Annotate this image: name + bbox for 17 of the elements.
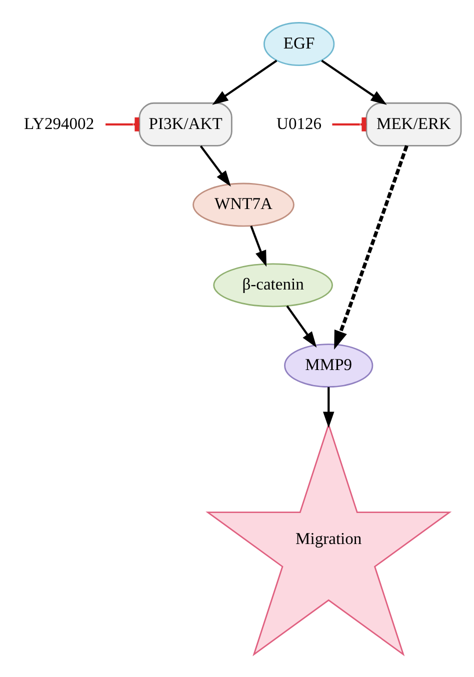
node-box: MEK/ERK	[366, 102, 462, 146]
node-text: U0126	[276, 114, 322, 133]
arrow	[334, 145, 408, 350]
node-box: PI3K/AKT	[138, 102, 232, 146]
connector	[332, 117, 366, 132]
arrow	[212, 60, 278, 105]
node-ellipse: WNT7A	[192, 182, 294, 227]
node-text: LY294002	[24, 114, 94, 133]
arrow	[286, 305, 317, 348]
node-ellipse: β-catenin	[213, 263, 333, 308]
node-ellipse: MMP9	[284, 344, 374, 388]
arrow	[321, 60, 387, 105]
arrow	[250, 226, 267, 267]
arrow	[322, 387, 334, 428]
node-ellipse: EGF	[263, 22, 335, 66]
connector	[106, 117, 140, 132]
arrow	[200, 145, 231, 187]
